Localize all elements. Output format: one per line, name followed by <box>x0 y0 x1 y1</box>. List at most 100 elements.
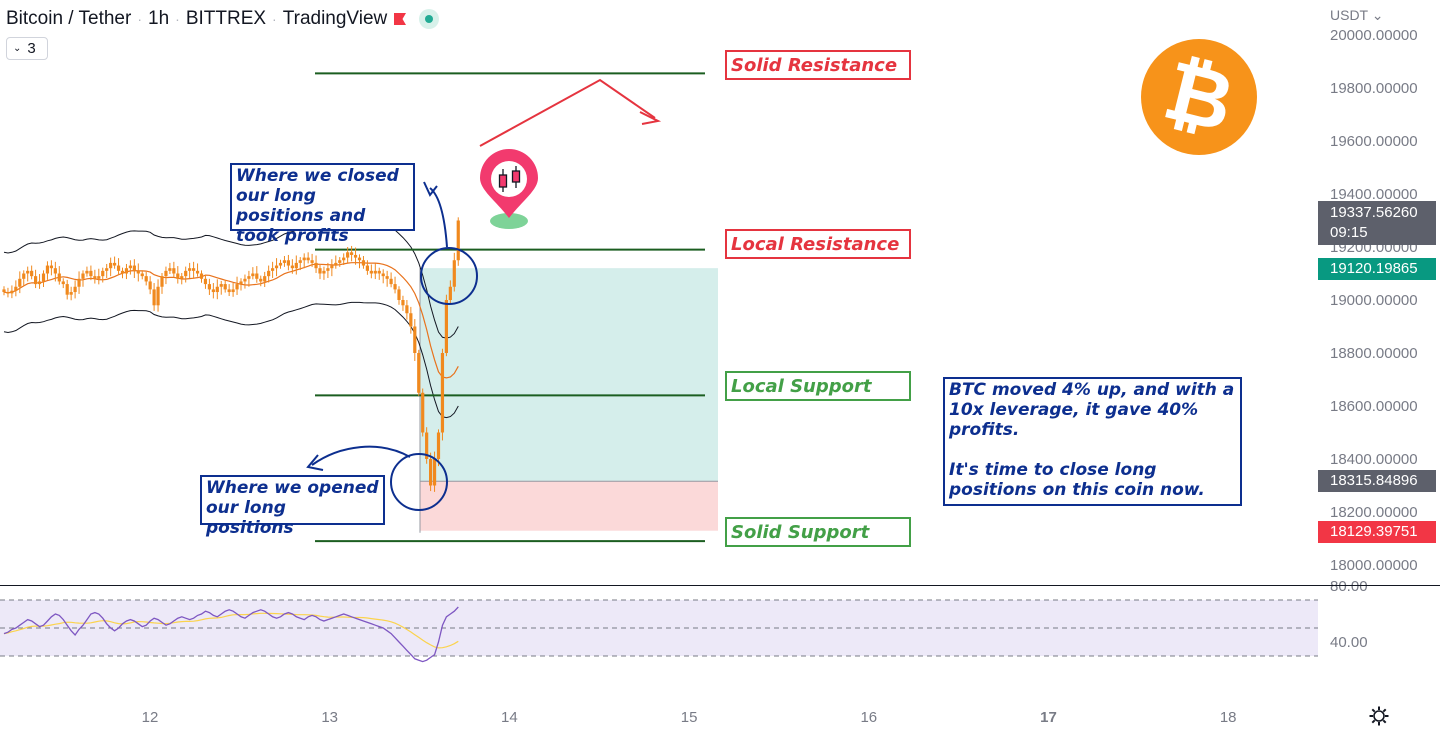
candle-body <box>219 284 223 287</box>
candle-body <box>373 270 377 274</box>
summary-note[interactable]: BTC moved 4% up, and with a 10x leverage… <box>943 377 1242 506</box>
local-resistance-label[interactable]: Local Resistance <box>725 229 911 259</box>
local-support-label[interactable]: Local Support <box>725 371 911 401</box>
candle-body <box>267 270 271 277</box>
candle-body <box>413 326 417 353</box>
rsi-line <box>3 606 459 663</box>
candle-body <box>397 289 401 300</box>
candle-body <box>314 262 318 269</box>
x-tick-label: 14 <box>501 709 518 726</box>
candle-body <box>401 300 405 306</box>
summary-line-2: It's time to close long positions on thi… <box>949 460 1205 500</box>
candle-body <box>105 268 109 271</box>
candle-body <box>369 270 373 274</box>
candle-body <box>85 270 89 274</box>
candle-body <box>255 273 259 279</box>
indicators-toggle[interactable]: ⌄ 3 <box>6 37 48 60</box>
candle-body <box>306 257 310 261</box>
candle-body <box>144 276 148 282</box>
candle-body <box>227 289 231 293</box>
pin-candle <box>511 170 521 183</box>
y-tick-label: 18200.00000 <box>1330 504 1418 521</box>
candle-body <box>180 276 184 279</box>
arrow-head <box>306 454 324 471</box>
exchange: BITTREX <box>185 8 267 29</box>
candle-body <box>322 270 326 274</box>
candle-body <box>136 270 140 274</box>
candle-body <box>6 292 10 294</box>
candle-body <box>330 265 334 269</box>
y-tick-label: 18800.00000 <box>1330 345 1418 362</box>
entry-curve-arrow <box>311 445 411 466</box>
candle-body <box>361 260 366 266</box>
interval[interactable]: 1h <box>148 8 170 29</box>
flag-icon[interactable] <box>393 12 407 26</box>
candle-body <box>448 286 452 300</box>
candle-body <box>318 268 322 274</box>
solid-support-label[interactable]: Solid Support <box>725 517 911 547</box>
rsi-tick-label: 40.00 <box>1330 634 1368 651</box>
candlestick-series <box>2 217 460 492</box>
x-tick-label: 16 <box>860 709 877 726</box>
candle-body <box>140 273 144 277</box>
candle-body <box>65 284 69 295</box>
y-tick-label: 19000.00000 <box>1330 292 1418 309</box>
summary-line-1: BTC moved 4% up, and with a 10x leverage… <box>949 380 1235 440</box>
candle-body <box>10 290 14 294</box>
candle-body <box>97 276 101 279</box>
exit-circle <box>420 247 478 305</box>
solid-resistance-label[interactable]: Solid Resistance <box>725 50 911 80</box>
candle-body <box>195 270 200 274</box>
candle-body <box>93 276 97 279</box>
candle-body <box>393 284 397 290</box>
current-price-tag: 19337.56260 09:15 <box>1318 201 1436 245</box>
candle-body <box>124 268 129 274</box>
pin-face <box>491 161 527 197</box>
candle-body <box>456 220 460 261</box>
x-tick-label: 18 <box>1220 709 1237 726</box>
pin-shadow <box>490 213 528 229</box>
candle-body <box>274 265 279 269</box>
candle-body <box>278 262 283 266</box>
candle-body <box>81 273 85 279</box>
currency-selector[interactable]: USDT ⌄ <box>1330 7 1384 23</box>
candle-body <box>452 260 456 287</box>
candle-body <box>425 432 429 459</box>
candle-body <box>338 260 342 263</box>
candle-body <box>409 313 413 327</box>
candle-body <box>444 300 448 353</box>
candle-body <box>310 260 314 263</box>
candle-body <box>207 284 211 290</box>
y-tick-label: 20000.00000 <box>1330 27 1418 44</box>
y-tick-label: 18000.00000 <box>1330 557 1418 574</box>
candle-body <box>199 273 204 279</box>
symbol-name[interactable]: Bitcoin / Tether <box>6 8 132 29</box>
x-tick-label: 17 <box>1040 709 1057 726</box>
indicator-count: 3 <box>27 40 36 57</box>
candle-body <box>172 268 176 274</box>
opened-positions-note[interactable]: Where we opened our long positions <box>200 475 385 538</box>
closed-positions-note[interactable]: Where we closed our long positions and t… <box>230 163 415 246</box>
candle-body <box>294 262 298 269</box>
candle-body <box>14 286 18 291</box>
candle-body <box>436 432 441 459</box>
candle-body <box>192 268 196 271</box>
candle-body <box>271 268 275 271</box>
data-source: TradingView <box>282 8 388 29</box>
settings-gear-icon[interactable] <box>1368 705 1390 727</box>
candle-body <box>342 257 346 261</box>
candle-body <box>235 284 239 290</box>
current-price: 19337.56260 <box>1330 204 1418 221</box>
candle-body <box>101 270 105 277</box>
rsi-moving-average <box>3 612 459 649</box>
candle-body <box>203 278 208 285</box>
projection-arrow <box>479 78 656 147</box>
candle-body <box>263 276 267 282</box>
candle-body <box>37 281 42 285</box>
candle-body <box>2 289 6 293</box>
arrow-head <box>639 111 662 125</box>
candle-body <box>120 270 125 274</box>
candle-body <box>148 281 152 290</box>
bar-countdown: 09:15 <box>1330 224 1368 241</box>
